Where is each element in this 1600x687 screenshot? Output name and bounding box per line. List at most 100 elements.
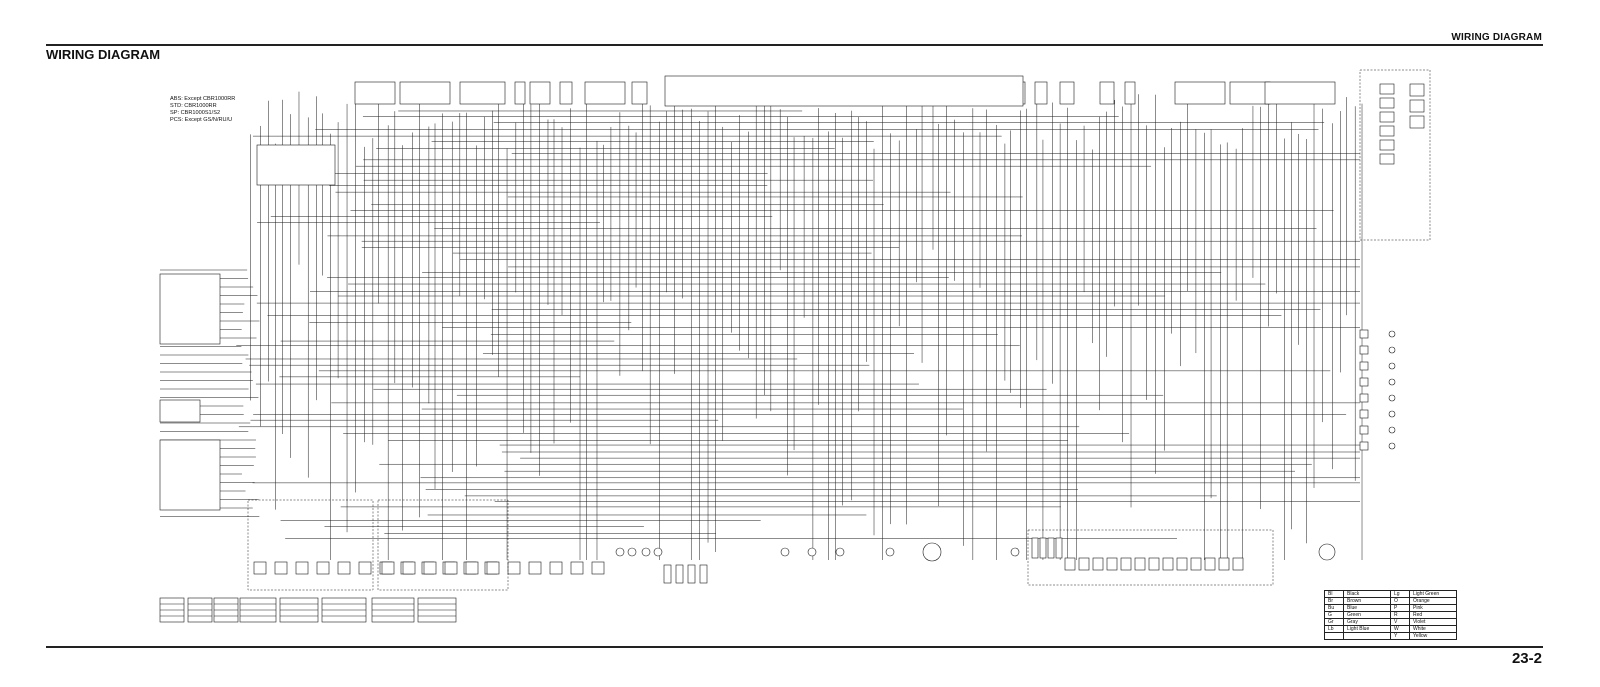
switch-box [1359,345,1369,355]
indicator-lamp [1388,394,1396,402]
switch-box [1359,361,1369,371]
headlight-box [159,399,201,423]
connector-block [559,81,573,105]
legend-cell: Br [1324,597,1344,605]
fuse-cell [1106,557,1118,571]
header-rule [46,44,1543,46]
legend-cell: W [1390,625,1410,633]
sensor-icon [835,547,845,557]
switch-block [486,561,500,575]
switch-block [570,561,584,575]
connector-block [1034,81,1048,105]
legend-cell: Red [1409,611,1457,619]
switch-panel-frame [377,499,509,591]
sensor-icon [780,547,790,557]
legend-cell: Violet [1409,618,1457,626]
relay-block [1039,537,1047,559]
legend-cell: Green [1343,611,1391,619]
legend-cell: Lb [1324,625,1344,633]
fan-motor-icon [1318,543,1336,561]
indicator-lamp [1388,330,1396,338]
fuse-box-frame [1027,529,1274,586]
indicator-lamp [1388,442,1396,450]
legend-cell: Y [1390,632,1410,640]
switch-box [1359,377,1369,387]
note-pcs: PCS: Except GS/N/RU/U [170,117,233,123]
relay-block [1047,537,1055,559]
fuse-cell [1134,557,1146,571]
sensor-icon [885,547,895,557]
connector-block [1264,81,1336,105]
fuse-cell [1092,557,1104,571]
component-boxes [159,75,1425,623]
legend-cell: Pink [1409,604,1457,612]
sensor-icon [627,547,637,557]
legend-cell: Bu [1324,604,1344,612]
wire-bundle [160,90,1363,560]
switch-panel-frame [247,499,374,591]
module-box [1379,139,1395,151]
switch-block [337,561,351,575]
fuse-cell [1162,557,1174,571]
sensor-icon [641,547,651,557]
ecu-connector [664,75,1024,107]
indicator-lamp [1388,410,1396,418]
ignition-coil [687,564,696,584]
right-module-frame [1359,69,1431,241]
connector-block [1174,81,1226,105]
switch-block [295,561,309,575]
fuse-cell [1232,557,1244,571]
sensor-icon [653,547,663,557]
left-lamp-group [159,439,221,511]
fuse-cell [1190,557,1202,571]
legend-cell: V [1390,618,1410,626]
switch-block [507,561,521,575]
connector-block [1229,81,1271,105]
legend-cell [1324,632,1344,640]
switch-box [1359,425,1369,435]
left-lamp-group [159,273,221,345]
sensor-icon [807,547,817,557]
switch-block [465,561,479,575]
switch-block [402,561,416,575]
fuse-cell [1218,557,1230,571]
legend-cell: Lg [1390,590,1410,598]
legend-cell: Bl [1324,590,1344,598]
connector-block [631,81,648,105]
legend-cell: O [1390,597,1410,605]
legend-cell: Black [1343,590,1391,598]
connector-block [514,81,526,105]
legend-cell: Gr [1324,618,1344,626]
note-std: STD: CBR1000RR [170,103,217,109]
legend-cell: Brown [1343,597,1391,605]
dashed-frames [247,69,1431,591]
module-box [1409,83,1425,97]
sensor-icon [1010,547,1020,557]
module-box [1379,111,1395,123]
switch-block [274,561,288,575]
section-title-right: WIRING DIAGRAM [1451,32,1542,43]
fuse-cell [1148,557,1160,571]
connector-block [459,81,506,105]
connector-block [584,81,626,105]
ignition-coil [699,564,708,584]
connector-block [399,81,451,105]
model-notes: ABS: Except CBR1000RR STD: CBR1000RR SP:… [170,96,235,124]
legend-cell: Yellow [1409,632,1457,640]
connector-block [1124,81,1136,105]
starter-motor-icon [922,542,942,562]
switch-box [1359,329,1369,339]
legend-cell: Light Blue [1343,625,1391,633]
legend-cell: Orange [1409,597,1457,605]
switch-block [381,561,395,575]
legend-cell: Light Green [1409,590,1457,598]
switch-block [444,561,458,575]
switch-block [591,561,605,575]
switch-box [1359,441,1369,451]
connector-block [354,81,396,105]
